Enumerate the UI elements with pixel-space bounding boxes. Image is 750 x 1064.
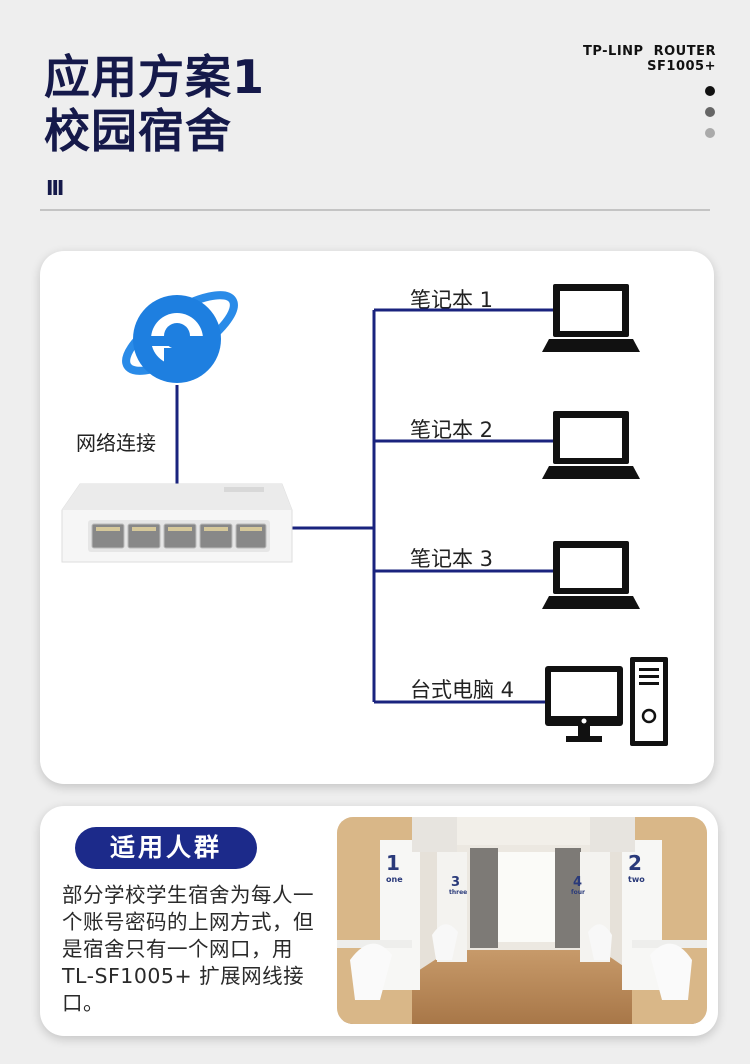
brand-label: TP-LINP ROUTER SF1005+ (583, 44, 716, 74)
header-divider (40, 209, 710, 211)
brand-line-2: SF1005+ (647, 59, 716, 74)
page-title: 应用方案1 校园宿舍 (44, 50, 265, 158)
page-dot (705, 128, 715, 138)
laptop-icon (542, 284, 640, 352)
audience-description: 部分学校学生宿舍为每人一个账号密码的上网方式，但是宿舍只有一个网口，用 TL-S… (62, 883, 314, 1015)
device-label-laptop-1: 笔记本 1 (410, 288, 494, 312)
room-number-4: 4 (573, 875, 582, 890)
audience-pill: 适用人群 (75, 827, 257, 869)
device-label-laptop-2: 笔记本 2 (410, 418, 494, 442)
title-line-2: 校园宿舍 (44, 104, 232, 158)
room-word-1: one (386, 875, 403, 884)
network-connection-label: 网络连接 (76, 431, 156, 455)
room-number-3: 3 (451, 875, 460, 890)
laptop-icon (542, 541, 640, 609)
room-word-2: two (628, 875, 645, 884)
device-label-laptop-3: 笔记本 3 (410, 547, 494, 571)
laptop-icon (542, 411, 640, 479)
desktop-computer-icon (545, 657, 668, 746)
room-word-4: four (571, 889, 585, 896)
room-number-1: 1 (386, 851, 400, 875)
device-label-desktop-4: 台式电脑 4 (410, 678, 515, 702)
ie-browser-icon (122, 291, 238, 383)
page-indicator (705, 86, 715, 149)
room-number-2: 2 (628, 851, 642, 875)
brand-line-1: TP-LINP ROUTER (582, 44, 716, 59)
connection-lines (175, 308, 553, 704)
title-mark: III (46, 176, 64, 200)
title-line-1: 应用方案1 (44, 50, 266, 104)
network-switch-icon (61, 483, 293, 563)
room-word-3: three (449, 889, 467, 896)
page-dot-active (705, 86, 715, 96)
page-dot (705, 107, 715, 117)
